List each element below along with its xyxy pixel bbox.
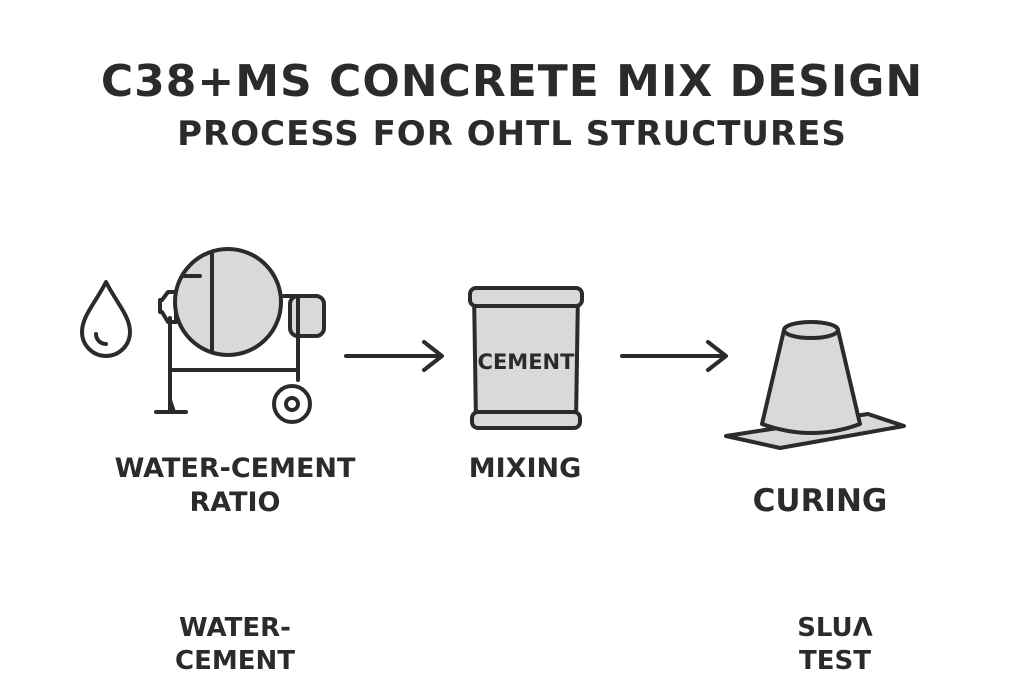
step-label-mixing: MIXING [468,453,582,484]
water-drop-icon [80,280,132,358]
concrete-mixer-icon [154,247,326,424]
arrow-right-icon [620,340,728,372]
diagram-title: C38+MS CONCRETE MIX DESIGN [100,56,924,107]
cement-bag-icon: CEMENT [468,286,584,430]
arrow-right-icon [344,340,444,372]
slump-cone-icon [724,320,906,450]
diagram-subtitle: PROCESS FOR OHTL STRUCTURES [177,114,847,154]
cement-bag-text: CEMENT [478,350,576,374]
bottom-label-slump-test: SLUΛ TEST [797,613,873,676]
bottom-label-water-cement: WATER- CEMENT [175,613,295,676]
step-label-water-cement-ratio: WATER-CEMENT RATIO [114,453,356,518]
step-label-curing: CURING [752,483,888,519]
